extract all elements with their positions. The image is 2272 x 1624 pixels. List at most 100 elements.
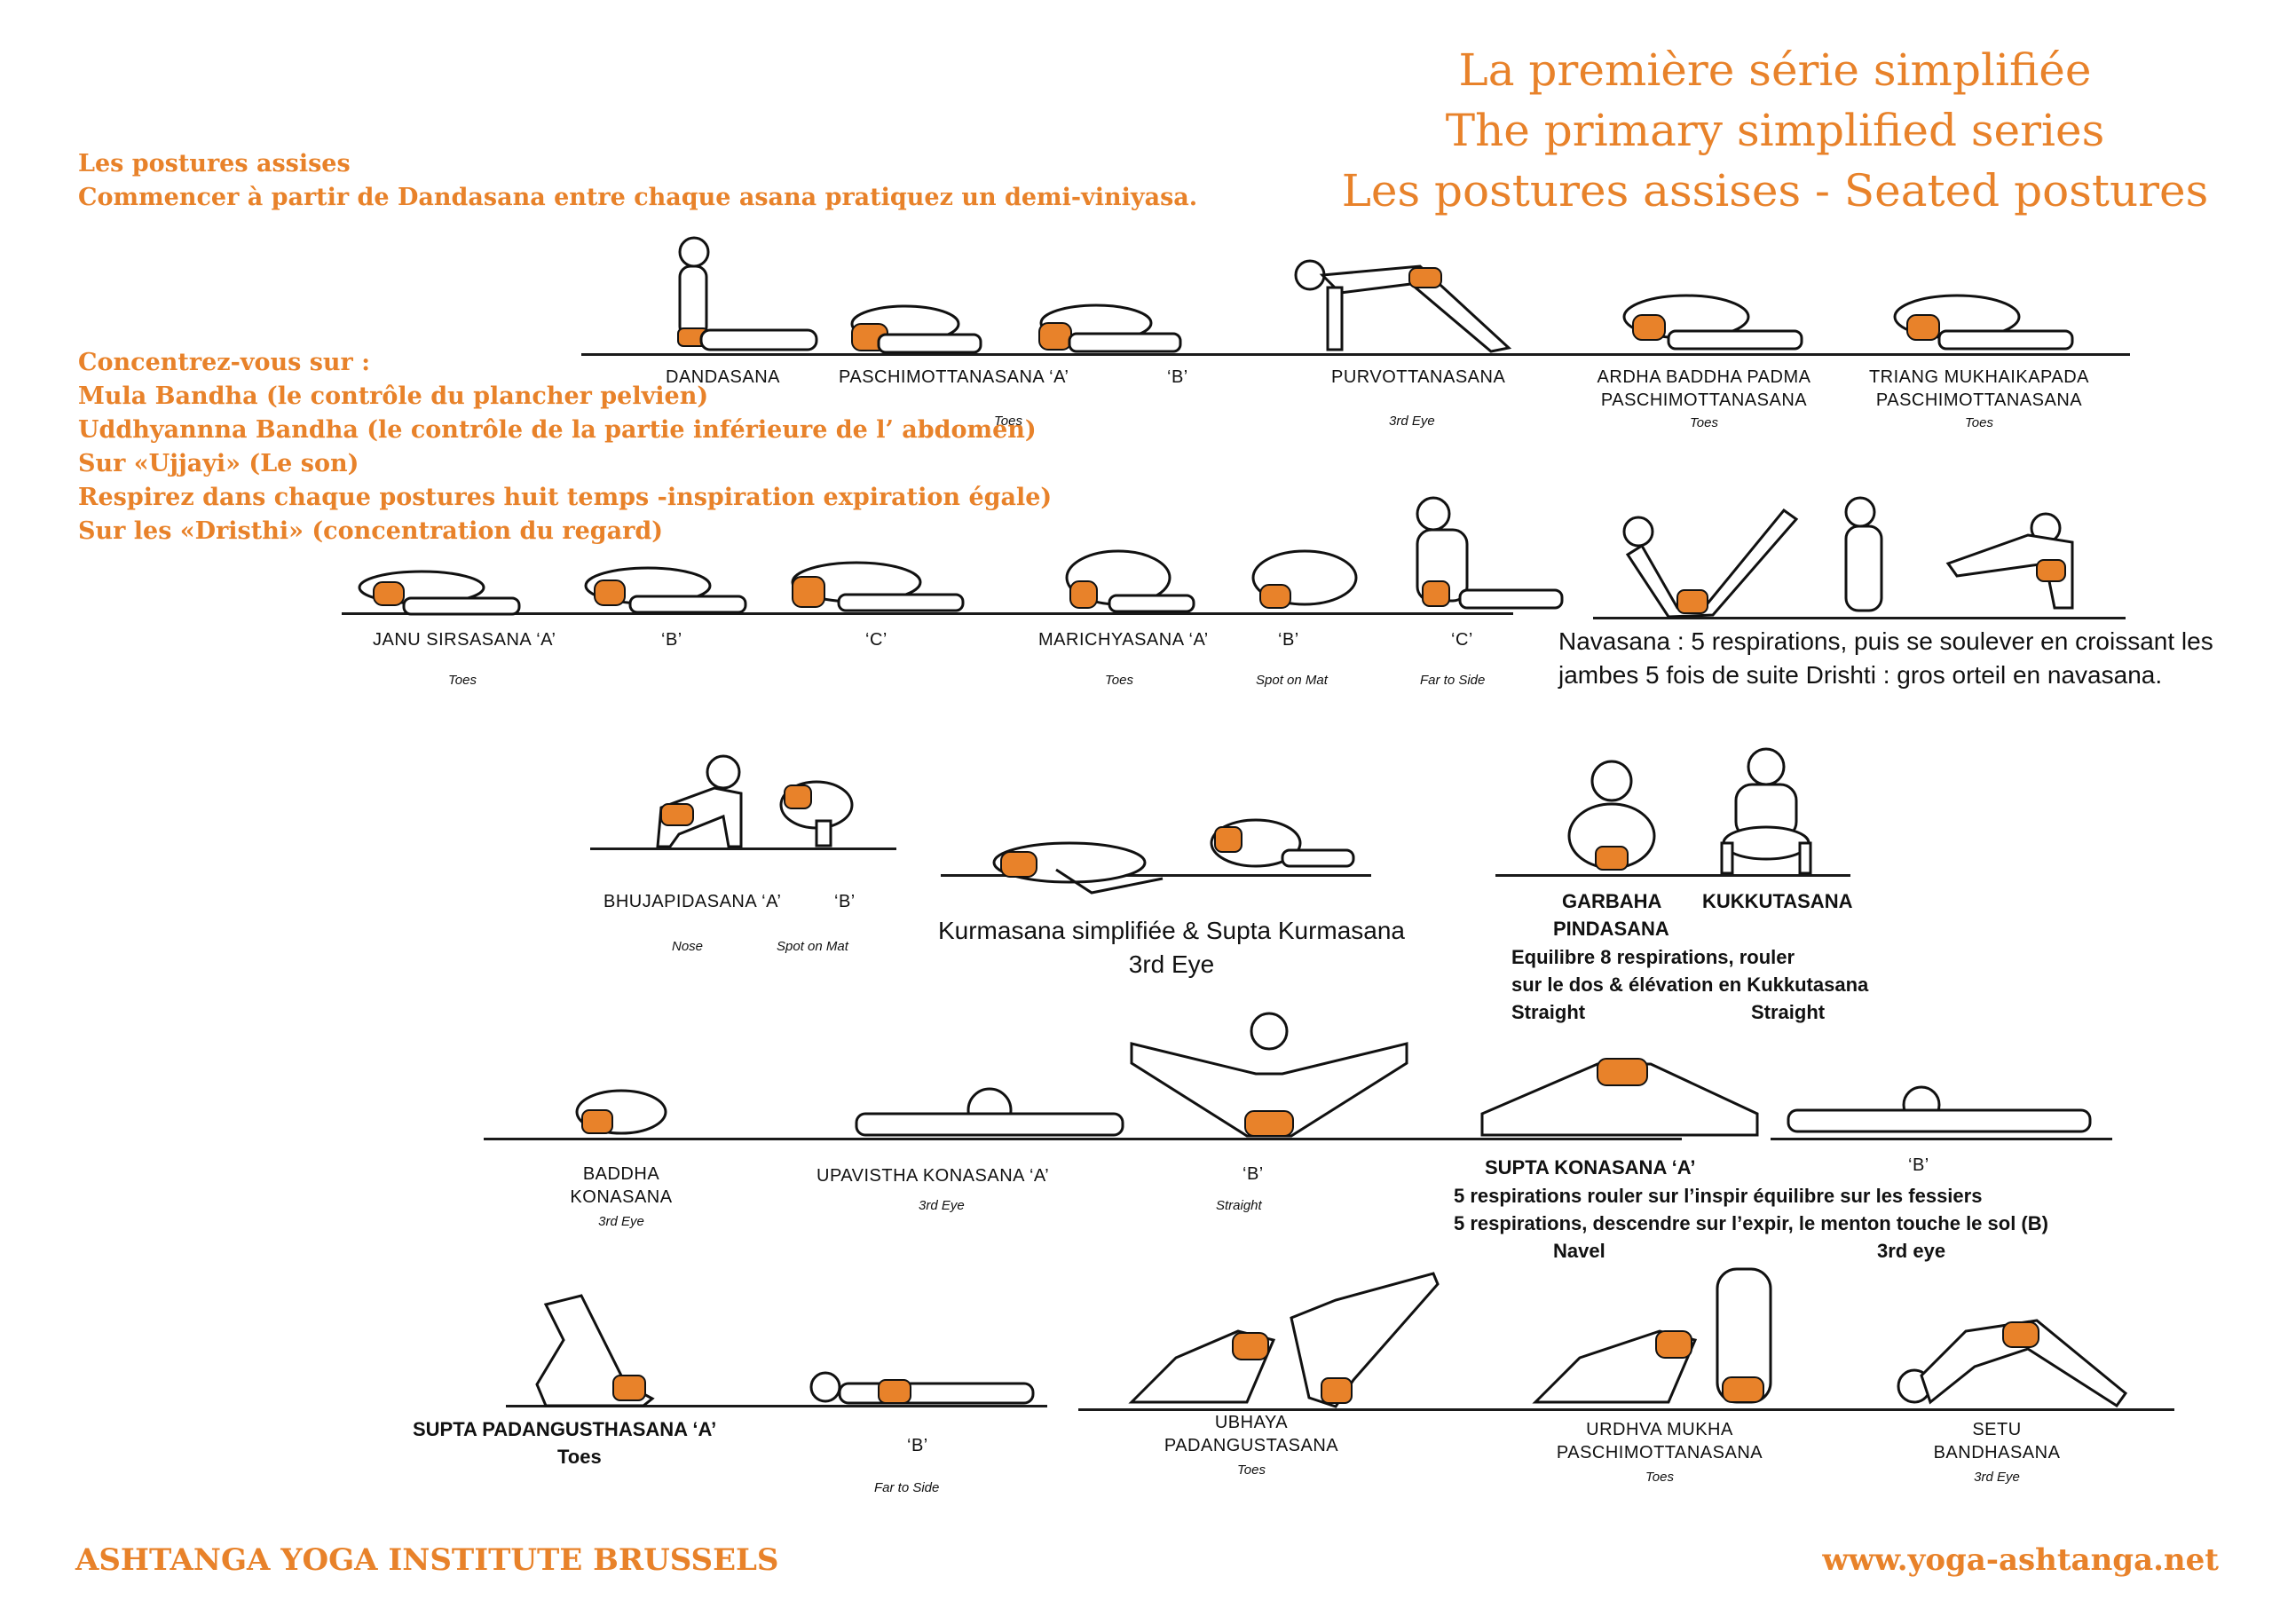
figure-ardha-baddha-padma	[1622, 294, 1803, 351]
title-subtitle: Les postures assises - Seated postures	[1341, 165, 2209, 217]
ground-line	[1771, 1138, 2112, 1140]
figure-garbha-pindasana	[1567, 760, 1656, 871]
figure-baddha-konasana	[575, 1089, 667, 1135]
label-garbha-2: PINDASANA	[1553, 918, 1669, 940]
dristi-upavistha-a: 3rd Eye	[919, 1198, 965, 1213]
figure-lift-up-2	[1945, 512, 2074, 610]
figure-janu-sirsasana-c	[791, 561, 965, 612]
supta-konasana-note-2: 5 respirations, descendre sur l’expir, l…	[1454, 1212, 2048, 1234]
figure-navasana	[1622, 508, 1799, 619]
label-paschimottanasana-b: ‘B’	[1167, 367, 1188, 387]
label-supta-konasana-a: SUPTA KONASANA ‘A’	[1485, 1156, 1696, 1179]
label-marichyasana-c: ‘C’	[1451, 630, 1473, 650]
dristi-supta-padangusthasana-b: Far to Side	[874, 1480, 940, 1495]
footer-website[interactable]: www.yoga-ashtanga.net	[1822, 1542, 2219, 1578]
dristi-janu: Toes	[448, 673, 477, 688]
ground-line	[342, 612, 1513, 615]
figure-setu-bandhasana	[1897, 1319, 2128, 1408]
figure-ubhaya-padangustasana-2	[1290, 1272, 1440, 1408]
title-french: La première série simplifiée	[1458, 44, 2092, 96]
label-triang-1: TRIANG MUKHAIKAPADA	[1868, 367, 2090, 387]
dristi-kukkutasana: Straight	[1751, 1001, 1826, 1023]
kurmasana-label: Kurmasana simplifiée & Supta Kurmasana	[937, 917, 1406, 944]
dristi-supta-konasana-a: Navel	[1553, 1240, 1605, 1262]
label-ardha-baddha-2: PASCHIMOTTANASANA	[1600, 390, 1808, 410]
title-english: The primary simplified series	[1445, 105, 2105, 156]
intro-instruction: Commencer à partir de Dandasana entre ch…	[78, 184, 1198, 211]
ground-line	[581, 353, 2130, 356]
label-supta-konasana-b: ‘B’	[1908, 1155, 1929, 1175]
dristi-baddha-konasana: 3rd Eye	[598, 1214, 644, 1229]
figure-kurmasana	[992, 841, 1164, 895]
label-janu-sirsasana-a: JANU SIRSASANA ‘A’	[373, 630, 556, 650]
figure-kukkutasana	[1720, 747, 1812, 875]
figure-marichyasana-b	[1251, 549, 1358, 609]
figure-janu-sirsasana-b	[584, 566, 747, 614]
dristi-ubhaya: Toes	[1237, 1462, 1266, 1478]
figure-dandasana	[677, 236, 818, 351]
figure-paschimottanasana-a	[850, 304, 982, 354]
footer-institute: ASHTANGA YOGA INSTITUTE BRUSSELS	[75, 1542, 779, 1578]
figure-supta-konasana-a	[1480, 1058, 1759, 1137]
label-purvottanasana: PURVOTTANASANA	[1331, 367, 1506, 387]
figure-bhujapidasana-a	[656, 754, 743, 848]
label-upavistha-konasana-a: UPAVISTHA KONASANA ‘A’	[816, 1166, 1050, 1186]
ground-line	[941, 874, 1371, 877]
label-bhujapidasana-a: BHUJAPIDASANA ‘A’	[604, 892, 782, 911]
navasana-note: Navasana : 5 respirations, puis se soule…	[1558, 627, 2213, 689]
figure-paschimottanasana-b	[1038, 304, 1182, 353]
supta-konasana-note-1: 5 respirations rouler sur l’inspir équil…	[1454, 1185, 1983, 1207]
focus-heading: Concentrez-vous sur :	[78, 349, 371, 376]
dristi-urdhva: Toes	[1645, 1470, 1674, 1485]
label-triang-2: PASCHIMOTTANASANA	[1875, 390, 2083, 410]
ground-line	[506, 1405, 1047, 1407]
dristi-marichyasana-b: Spot on Mat	[1256, 673, 1328, 688]
dristi-toes: Toes	[994, 414, 1022, 429]
figure-urdhva-mukha-2	[1716, 1267, 1772, 1404]
figure-supta-padangusthasana-b	[809, 1371, 1035, 1405]
label-dandasana: DANDASANA	[666, 367, 780, 387]
dristi-bhujapidasana-a: Nose	[672, 939, 704, 954]
garbha-note-1: Equilibre 8 respirations, rouler	[1511, 946, 1795, 968]
figure-upavistha-konasana-a	[855, 1087, 1124, 1137]
label-setu-2: BANDHASANA	[1933, 1443, 2061, 1462]
dristi-bhujapidasana-b: Spot on Mat	[777, 939, 848, 954]
figure-janu-sirsasana-a	[358, 570, 521, 616]
label-ubhaya-1: UBHAYA	[1214, 1413, 1289, 1432]
label-marichyasana-a: MARICHYASANA ‘A’	[1038, 630, 1209, 650]
label-janu-sirsasana-c: ‘C’	[865, 630, 888, 650]
label-ubhaya-2: PADANGUSTASANA	[1164, 1436, 1339, 1455]
dristi-marichyasana-a: Toes	[1105, 673, 1133, 688]
figure-lift-up-1	[1844, 496, 1883, 612]
ground-line	[1593, 617, 2126, 619]
figure-marichyasana-a	[1065, 549, 1195, 613]
ground-line	[590, 847, 896, 850]
label-setu-1: SETU	[1972, 1420, 2022, 1439]
label-baddha-konasana-1: BADDHA	[582, 1164, 660, 1184]
dristi-supta-padangusthasana-a: Toes	[557, 1446, 602, 1468]
focus-item: Uddhyannna Bandha (le contrôle de la par…	[78, 416, 1037, 444]
garbha-note-2: sur le dos & élévation en Kukkutasana	[1511, 974, 1869, 996]
ground-line	[484, 1138, 1682, 1140]
label-garbha-1: GARBAHA	[1562, 890, 1662, 912]
label-ardha-baddha-1: ARDHA BADDHA PADMA	[1597, 367, 1811, 387]
dristi-triang: Toes	[1965, 415, 1993, 430]
figure-upavistha-konasana-b	[1130, 1012, 1408, 1138]
kurmasana-dristi: 3rd Eye	[1128, 950, 1215, 978]
figure-urdhva-mukha-1	[1532, 1329, 1698, 1404]
label-bhujapidasana-b: ‘B’	[834, 892, 856, 911]
dristi-setu: 3rd Eye	[1974, 1470, 2020, 1485]
label-kukkutasana: KUKKUTASANA	[1702, 890, 1853, 912]
focus-item: Respirez dans chaque postures huit temps…	[78, 484, 1053, 511]
dristi-supta-konasana-b: 3rd eye	[1877, 1240, 1946, 1262]
figure-supta-konasana-b	[1787, 1085, 2092, 1133]
figure-supta-kurmasana	[1210, 818, 1355, 868]
label-marichyasana-b: ‘B’	[1278, 630, 1299, 650]
dristi-garbha: Straight	[1511, 1001, 1586, 1023]
label-urdhva-1: URDHVA MUKHA	[1586, 1420, 1733, 1439]
figure-ubhaya-padangustasana-1	[1128, 1329, 1276, 1404]
focus-item: Sur «Ujjayi» (Le son)	[78, 450, 359, 477]
label-upavistha-konasana-b: ‘B’	[1242, 1164, 1264, 1184]
label-baddha-konasana-2: KONASANA	[570, 1187, 673, 1207]
figure-marichyasana-c	[1416, 496, 1564, 610]
